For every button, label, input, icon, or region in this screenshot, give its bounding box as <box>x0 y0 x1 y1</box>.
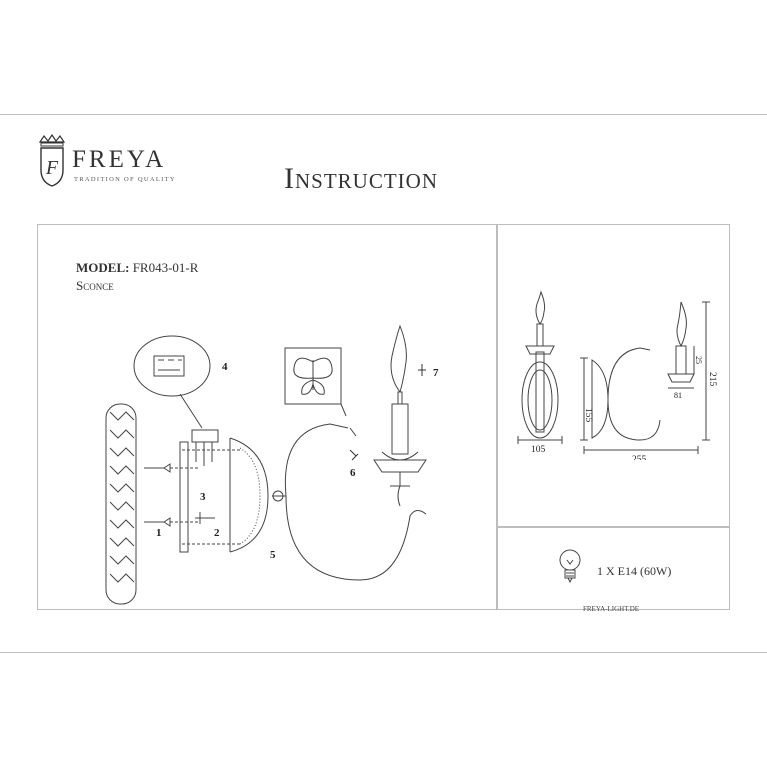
step-6: 6 <box>350 467 356 479</box>
model-code: FR043-01-R <box>132 260 199 275</box>
screw-2 <box>195 512 215 524</box>
dim-depth: 255 <box>632 455 647 460</box>
dimension-diagram: 105 255 155 215 25 81 <box>517 290 717 460</box>
crystal-backplate <box>105 403 137 605</box>
dim-total-height: 215 <box>707 372 717 387</box>
canopy <box>229 437 269 553</box>
rotate-arrow-7 <box>418 364 426 376</box>
model-label: MODEL: <box>76 260 130 275</box>
bottom-rule <box>0 652 767 653</box>
dim-top-offset: 25 <box>694 356 703 364</box>
dim-front-width: 105 <box>531 445 546 455</box>
front-view <box>517 290 563 444</box>
step-5: 5 <box>270 549 276 561</box>
brand-name: FREYA <box>72 146 167 173</box>
assembly-panel <box>37 224 498 610</box>
candle-cup <box>373 451 427 507</box>
dimensions-panel <box>496 224 730 528</box>
step-4: 4 <box>222 361 228 373</box>
candle-sleeve <box>391 403 409 455</box>
wall-anchors <box>144 463 200 527</box>
step-7: 7 <box>433 367 439 379</box>
terminal-detail-bubble <box>133 335 211 429</box>
side-view <box>580 301 710 454</box>
step-1: 1 <box>156 527 162 539</box>
lamp-panel <box>496 526 730 610</box>
logo-letter: F <box>45 157 59 179</box>
assembly-diagram: 4 3 1 2 5 6 7 <box>105 324 439 605</box>
page-title: Instruction <box>284 162 438 195</box>
butterfly-detail <box>284 347 347 417</box>
product-type: Sconce <box>76 278 114 293</box>
step-2: 2 <box>214 527 220 539</box>
dim-height: 155 <box>583 408 593 423</box>
website-link[interactable]: FREYA-LIGHT.DE <box>583 605 640 613</box>
step-3: 3 <box>200 491 206 503</box>
mounting-plate <box>179 441 189 553</box>
rotate-arrow-6 <box>349 449 359 461</box>
dim-cup: 81 <box>674 391 682 400</box>
bulb-icon <box>559 549 581 584</box>
top-rule <box>0 114 767 115</box>
lamp-spec: 1 X E14 (60W) <box>597 564 672 578</box>
brand-tagline: TRADITION OF QUALITY <box>74 176 176 183</box>
sconce-arm <box>272 423 427 581</box>
terminal-block <box>191 429 219 466</box>
freya-crest-icon: F <box>38 134 66 187</box>
candle-bulb <box>390 324 407 404</box>
model-line: MODEL: FR043-01-R <box>76 260 198 276</box>
